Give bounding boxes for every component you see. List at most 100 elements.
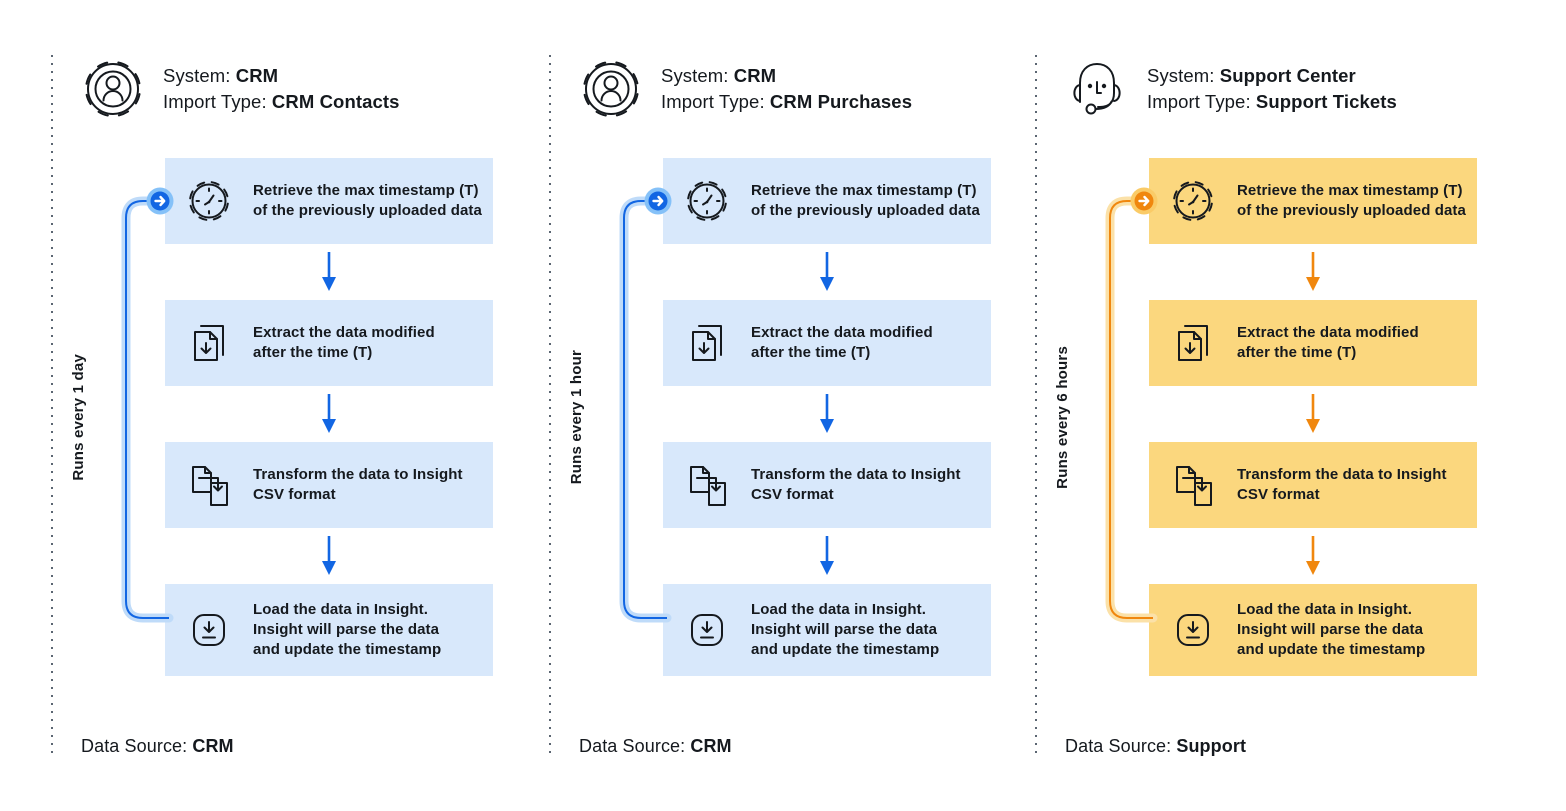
step-text: Load the data in Insight. Insight will p… xyxy=(253,601,442,658)
step-text: Retrieve the max timestamp (T) of the pr… xyxy=(751,182,980,219)
data-source-value: CRM xyxy=(192,736,234,756)
import-type-label: Import Type: xyxy=(1147,91,1256,112)
crm-gear-user-icon xyxy=(579,57,643,121)
step-retrieve-timestamp: Retrieve the max timestamp (T) of the pr… xyxy=(1149,158,1477,244)
document-download-icon xyxy=(1169,319,1217,367)
column-header: System: Support Center Import Type: Supp… xyxy=(1065,57,1397,121)
system-label: System: xyxy=(661,65,734,86)
column-crm-purchases: System: CRM Import Type: CRM Purchases R… xyxy=(549,55,991,757)
step-load-insight: Load the data in Insight. Insight will p… xyxy=(1149,584,1477,676)
flow-connector xyxy=(663,386,991,442)
step-retrieve-timestamp: Retrieve the max timestamp (T) of the pr… xyxy=(663,158,991,244)
flow-arrow-down-icon xyxy=(820,252,834,291)
step-text: Load the data in Insight. Insight will p… xyxy=(751,601,940,658)
flow-connector xyxy=(165,244,493,300)
step-text: Transform the data to Insight CSV format xyxy=(751,466,961,503)
step-transform-data: Transform the data to Insight CSV format xyxy=(165,442,493,528)
document-transform-icon xyxy=(683,461,731,509)
step-text: Transform the data to Insight CSV format xyxy=(253,466,463,503)
flow-arrow-down-icon xyxy=(1306,252,1320,291)
column-header: System: CRM Import Type: CRM Contacts xyxy=(81,57,400,121)
import-type-value: CRM Purchases xyxy=(769,91,913,112)
flow-steps: Retrieve the max timestamp (T) of the pr… xyxy=(619,158,991,676)
document-download-icon xyxy=(683,319,731,367)
load-insight-icon xyxy=(683,606,731,654)
step-text: Extract the data modified after the time… xyxy=(253,324,435,361)
gear-clock-icon xyxy=(1169,177,1217,225)
flow-connector xyxy=(663,528,991,584)
flow-connector xyxy=(1149,244,1477,300)
data-source-caption: Data Source: Support xyxy=(1065,736,1246,757)
system-value: CRM xyxy=(235,65,279,86)
loop-back-arrow xyxy=(121,187,174,623)
data-source-value: Support xyxy=(1176,736,1247,756)
data-source-caption: Data Source: CRM xyxy=(81,736,234,757)
data-source-label: Data Source: xyxy=(1065,736,1177,756)
step-transform-data: Transform the data to Insight CSV format xyxy=(663,442,991,528)
step-text: Retrieve the max timestamp (T) of the pr… xyxy=(1237,182,1466,219)
step-load-insight: Load the data in Insight. Insight will p… xyxy=(663,584,991,676)
flow-arrow-down-icon xyxy=(322,252,336,291)
column-header-text: System: CRM Import Type: CRM Purchases xyxy=(661,63,912,115)
flow-arrow-down-icon xyxy=(322,536,336,575)
support-headset-icon xyxy=(1065,57,1129,121)
document-transform-icon xyxy=(1169,461,1217,509)
flow-arrow-down-icon xyxy=(322,394,336,433)
loop-interval-label: Runs every 1 day xyxy=(69,353,87,481)
import-type-value: CRM Contacts xyxy=(271,91,400,112)
step-extract-data: Extract the data modified after the time… xyxy=(1149,300,1477,386)
step-text: Transform the data to Insight CSV format xyxy=(1237,466,1447,503)
system-label: System: xyxy=(163,65,236,86)
data-source-caption: Data Source: CRM xyxy=(579,736,732,757)
loop-interval-label: Runs every 1 hour xyxy=(567,349,585,485)
flow-steps: Retrieve the max timestamp (T) of the pr… xyxy=(1105,158,1477,676)
column-header-text: System: CRM Import Type: CRM Contacts xyxy=(163,63,400,115)
column-support-tickets: System: Support Center Import Type: Supp… xyxy=(1035,55,1477,757)
column-header-text: System: Support Center Import Type: Supp… xyxy=(1147,63,1397,115)
column-divider-line xyxy=(549,55,551,757)
flow-arrow-down-icon xyxy=(1306,394,1320,433)
loop-back-arrow xyxy=(619,187,672,623)
import-type-label: Import Type: xyxy=(661,91,770,112)
document-transform-icon xyxy=(185,461,233,509)
column-divider-line xyxy=(51,55,53,757)
flow-connector xyxy=(165,386,493,442)
loop-interval-label: Runs every 6 hours xyxy=(1053,345,1071,489)
step-extract-data: Extract the data modified after the time… xyxy=(165,300,493,386)
loop-arrow-icon xyxy=(154,195,166,207)
flow-arrow-down-icon xyxy=(820,394,834,433)
loop-arrow-icon xyxy=(1138,195,1150,207)
gear-clock-icon xyxy=(185,177,233,225)
system-value: Support Center xyxy=(1219,65,1356,86)
column-divider-line xyxy=(1035,55,1037,757)
data-source-label: Data Source: xyxy=(81,736,193,756)
flow-arrow-down-icon xyxy=(1306,536,1320,575)
data-source-value: CRM xyxy=(690,736,732,756)
flow-connector xyxy=(1149,528,1477,584)
flow-connector xyxy=(663,244,991,300)
step-text: Load the data in Insight. Insight will p… xyxy=(1237,601,1426,658)
crm-gear-user-icon xyxy=(81,57,145,121)
flow-connector xyxy=(1149,386,1477,442)
step-text: Retrieve the max timestamp (T) of the pr… xyxy=(253,182,482,219)
step-transform-data: Transform the data to Insight CSV format xyxy=(1149,442,1477,528)
step-text: Extract the data modified after the time… xyxy=(1237,324,1419,361)
gear-clock-icon xyxy=(683,177,731,225)
loop-arrow-icon xyxy=(652,195,664,207)
loop-back-arrow xyxy=(1105,187,1158,623)
flow-steps: Retrieve the max timestamp (T) of the pr… xyxy=(121,158,493,676)
import-type-label: Import Type: xyxy=(163,91,272,112)
load-insight-icon xyxy=(1169,606,1217,654)
column-crm-contacts: System: CRM Import Type: CRM Contacts Ru… xyxy=(51,55,493,757)
document-download-icon xyxy=(185,319,233,367)
step-text: Extract the data modified after the time… xyxy=(751,324,933,361)
step-extract-data: Extract the data modified after the time… xyxy=(663,300,991,386)
step-retrieve-timestamp: Retrieve the max timestamp (T) of the pr… xyxy=(165,158,493,244)
data-source-label: Data Source: xyxy=(579,736,691,756)
import-type-value: Support Tickets xyxy=(1255,91,1397,112)
system-label: System: xyxy=(1147,65,1220,86)
flow-arrow-down-icon xyxy=(820,536,834,575)
flow-connector xyxy=(165,528,493,584)
load-insight-icon xyxy=(185,606,233,654)
